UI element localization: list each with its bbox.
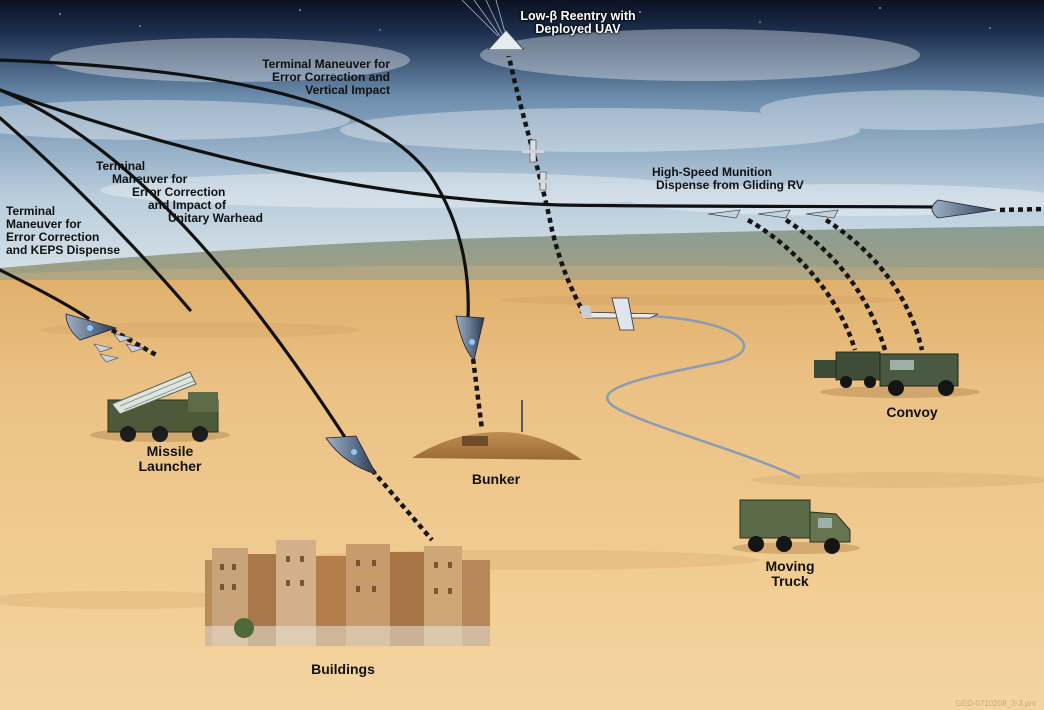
target-moving-truck: Moving Truck bbox=[740, 559, 840, 589]
target-moving-truck-line: Truck bbox=[740, 574, 840, 589]
label-keps-dispense: Terminal Maneuver for Error Correction a… bbox=[6, 205, 166, 257]
target-convoy: Convoy bbox=[862, 405, 962, 420]
target-missile-launcher-line: Missile bbox=[120, 444, 220, 459]
buildings-cluster bbox=[205, 540, 490, 646]
label-reentry-line: Deployed UAV bbox=[498, 23, 658, 36]
label-vertical-line: Vertical Impact bbox=[160, 84, 390, 97]
desert-ground bbox=[0, 280, 1044, 710]
label-highspeed-line: Dispense from Gliding RV bbox=[652, 179, 862, 192]
label-vertical-impact: Terminal Maneuver for Error Correction a… bbox=[160, 58, 390, 97]
label-keps-line: and KEPS Dispense bbox=[6, 244, 166, 257]
target-missile-launcher: Missile Launcher bbox=[120, 444, 220, 474]
target-missile-launcher-line: Launcher bbox=[120, 459, 220, 474]
convoy-vehicles bbox=[814, 352, 980, 398]
target-buildings: Buildings bbox=[293, 662, 393, 677]
label-high-speed-munition: High-Speed Munition Dispense from Glidin… bbox=[652, 166, 862, 192]
target-moving-truck-line: Moving bbox=[740, 559, 840, 574]
target-bunker: Bunker bbox=[446, 472, 546, 487]
image-credit: GED-0710208_3-3.pnt bbox=[956, 699, 1037, 708]
label-reentry: Low-β Reentry with Deployed UAV bbox=[498, 10, 658, 36]
